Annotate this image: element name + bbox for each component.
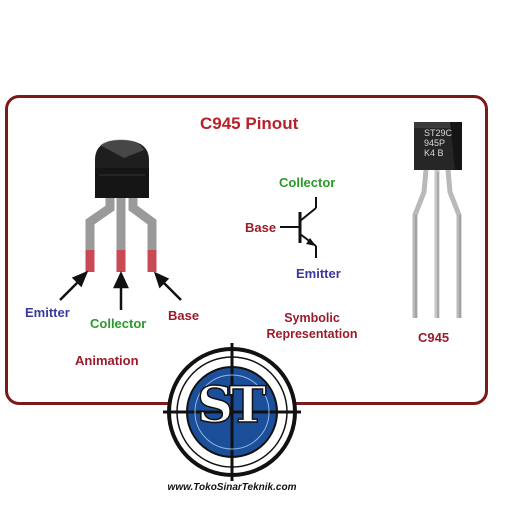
animation-caption: Animation xyxy=(75,353,139,368)
chip-marking-line3: K4 B xyxy=(424,148,444,158)
npn-symbol-icon xyxy=(280,197,317,258)
pin-label-emitter: Emitter xyxy=(25,305,70,320)
chip-marking-line2: 945P xyxy=(424,138,446,148)
collector-arrowhead xyxy=(113,271,129,289)
pin-label-base: Base xyxy=(168,308,200,323)
symbol-label-collector: Collector xyxy=(279,175,336,190)
symbol-label-base: Base xyxy=(245,220,277,235)
emitter-arrowhead xyxy=(71,270,89,288)
crosshair-logo-icon xyxy=(163,343,301,481)
base-arrowhead xyxy=(153,271,170,289)
emitter-arrow xyxy=(59,279,81,301)
symbol-caption-line2: Representation xyxy=(266,327,358,341)
chip-marking-line1: ST29C xyxy=(424,128,453,138)
symbol-caption: Symbolic Representation xyxy=(267,310,358,342)
symbol-caption-line1: Symbolic xyxy=(284,311,340,325)
website-link[interactable]: www.TokoSinarTeknik.com xyxy=(167,482,297,493)
logo-initials: ST xyxy=(196,374,267,435)
page-title: C945 Pinout xyxy=(200,114,299,133)
base-arrow xyxy=(161,280,182,301)
symbol-label-emitter: Emitter xyxy=(296,266,341,281)
transistor-photo-icon xyxy=(412,122,462,318)
chip-marking: ST29C 945P K4 B xyxy=(424,128,452,158)
pin-arrows xyxy=(59,270,182,310)
transistor-3d-icon xyxy=(85,139,157,272)
photo-caption: C945 xyxy=(418,330,450,345)
pin-label-collector: Collector xyxy=(90,316,147,331)
